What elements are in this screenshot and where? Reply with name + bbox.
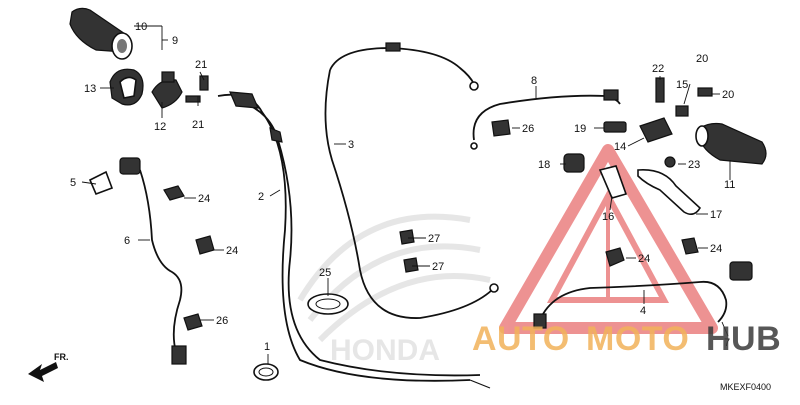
callout-24-a: 24 [198,193,210,205]
callout-17: 17 [710,209,722,221]
switch-18 [563,153,585,173]
callout-19: 19 [574,123,586,135]
throttle-grip [69,7,133,60]
front-indicator: FR. [54,352,69,362]
callout-26-b: 26 [522,123,534,135]
callout-8: 8 [531,75,537,87]
automotohub-watermark: AUTO MOTO HUB [472,320,781,358]
ring-clamp-1 [253,363,279,381]
right-grip [695,122,767,165]
callout-20-right: 20 [722,89,734,101]
callout-13: 13 [84,83,96,95]
band-25 [307,293,349,315]
leader-lines [81,25,731,364]
callout-23: 23 [688,159,700,171]
switch-harness [88,157,187,365]
callout-2: 2 [258,191,264,203]
clutch-cable-long [324,42,499,319]
callout-12: 12 [154,121,166,133]
callout-5: 5 [70,177,76,189]
callout-16: 16 [602,211,614,223]
watermark-word-auto: AUTO [472,320,570,358]
callout-6: 6 [124,235,130,247]
honda-wing-watermark: HONDA [297,213,491,367]
clamp-24 [163,185,699,267]
warning-triangle-watermark [499,144,718,334]
callout-20-top: 20 [696,53,708,65]
callout-25: 25 [319,267,331,279]
front-arrow: FR. [28,352,69,382]
diagram-code: MKEXF0400 [720,382,771,392]
cable-4 [533,261,753,329]
screws-21 [185,75,209,103]
callout-26-a: 26 [216,315,228,327]
lever-17 [637,169,702,216]
callout-7: 7 [724,337,730,349]
clutch-lever-bracket [639,77,713,143]
callout-18: 18 [538,159,550,171]
callout-10: 10 [135,21,147,33]
callout-24-b: 24 [226,245,238,257]
clamps-27 [399,229,419,273]
watermark-word-moto: MOTO [586,320,689,358]
pivot-19 [603,121,627,133]
throttle-housing-lower [151,71,183,109]
clamps-26 [183,119,511,331]
callout-21-bottom: 21 [192,119,204,131]
callout-27-b: 27 [432,261,444,273]
callout-4: 4 [640,305,646,317]
watermark-word-hub: HUB [706,320,781,358]
callout-14: 14 [614,141,626,153]
callout-15: 15 [676,79,688,91]
callout-11: 11 [724,179,735,191]
callout-labels: 10 9 13 12 21 21 5 6 24 24 26 2 3 27 27 … [70,21,735,353]
callout-27-a: 27 [428,233,440,245]
clutch-cable-right [470,89,621,150]
callout-9: 9 [172,35,178,47]
callout-1: 1 [264,341,270,353]
brand-ghost-text: HONDA [330,334,440,367]
callout-21-top: 21 [195,59,207,71]
throttle-housing [109,68,144,106]
callout-3: 3 [348,139,354,151]
callout-22: 22 [652,63,664,75]
callout-24-d: 24 [710,243,722,255]
throttle-cables [217,91,491,389]
callout-24-c: 24 [638,253,650,265]
nut-23 [664,156,676,168]
lever-16 [598,165,628,199]
